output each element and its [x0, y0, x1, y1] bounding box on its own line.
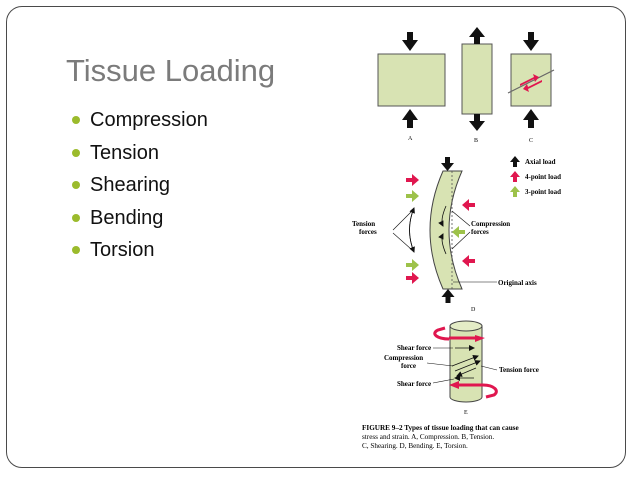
arrow-right-red-icon	[406, 272, 419, 284]
arrow-up-red-icon	[510, 171, 520, 182]
arrow-left-red-icon	[462, 255, 475, 267]
bullet-label: Tension	[90, 141, 159, 164]
compression-leader-line	[451, 231, 471, 250]
twist-arrow-red-icon	[433, 326, 450, 341]
panel-label-c: C	[529, 138, 533, 144]
panel-a-compression: A	[377, 32, 446, 142]
tension-force-arrow	[409, 207, 415, 253]
bullet-label: Compression	[90, 109, 208, 131]
slide-title: Tissue Loading	[66, 53, 276, 88]
panel-label-b: B	[474, 138, 478, 144]
bullet-label: Bending	[90, 206, 164, 229]
panel-c-shearing: C	[507, 32, 555, 144]
bullet-dot-icon	[72, 116, 80, 124]
shear-force-leader	[432, 378, 455, 384]
legend-label-3-point: 3-point load	[525, 188, 561, 196]
compression-force-leader	[426, 362, 454, 367]
torsion-cylinder-top	[449, 320, 483, 332]
bullet-item-bending: Bending	[72, 206, 208, 239]
compression-forces-line: forces	[471, 228, 489, 236]
tension-force-label: Tension force	[499, 366, 539, 374]
bullet-dot-icon	[72, 148, 80, 157]
panel-label-d: D	[471, 307, 476, 313]
bullet-label: Shearing	[90, 174, 171, 196]
compression-leader-line	[451, 210, 471, 227]
compression-force-line: force	[401, 362, 416, 370]
arrow-left-green-icon	[452, 226, 465, 238]
bullet-dot-icon	[72, 181, 80, 189]
legend-label-4-point: 4-point load	[525, 173, 561, 181]
arrow-down-black-icon	[402, 32, 418, 51]
arrow-right-red-icon	[406, 174, 419, 186]
arrow-up-black-icon	[402, 109, 418, 128]
slide-corner-mark	[606, 458, 620, 470]
arrow-up-black-icon	[469, 27, 485, 44]
arrow-up-black-icon	[510, 156, 520, 167]
panel-e-torsion: Shear force Compression force Tension fo…	[384, 320, 539, 416]
panel-label-a: A	[408, 136, 413, 142]
tension-force-leader	[480, 365, 498, 371]
panel-label-e: E	[464, 410, 468, 416]
figure-caption: FIGURE 9–2 Types of tissue loading that …	[362, 424, 519, 450]
caption-line: C, Shearing. D, Bending. E, Torsion.	[362, 442, 468, 450]
compression-force-arrow	[438, 205, 447, 227]
tension-leader-line	[392, 232, 412, 250]
tension-forces-line: Tension	[352, 220, 375, 228]
bullet-item-torsion: Torsion	[72, 238, 208, 271]
shear-force-top-label: Shear force	[397, 344, 431, 352]
compression-forces-label: Compression forces	[471, 220, 512, 236]
arrow-right-green-icon	[406, 190, 419, 202]
compression-force-arrow	[438, 233, 447, 255]
compression-force-line: Compression	[384, 354, 423, 362]
panel-d-bending: Tension forces Compression forces Origin…	[352, 157, 537, 313]
tension-leader-line	[392, 211, 412, 231]
twist-arrowhead-red-icon	[449, 381, 459, 389]
arrow-up-black-icon	[441, 289, 455, 303]
bullet-dot-icon	[72, 246, 80, 254]
bullet-label: Torsion	[90, 239, 155, 261]
arrow-down-black-icon	[469, 114, 485, 131]
compression-forces-line: Compression	[471, 220, 510, 228]
arrow-right-green-icon	[406, 259, 419, 271]
load-legend: Axial load 4-point load 3-point load	[510, 156, 561, 197]
arrow-up-black-icon	[523, 109, 539, 128]
caption-line: FIGURE 9–2 Types of tissue loading that …	[362, 424, 519, 432]
original-axis-label: Original axis	[498, 279, 537, 287]
torsion-stress-arrow	[456, 367, 477, 377]
shear-force-bottom-label: Shear force	[397, 380, 431, 388]
bullet-item-shearing: Shearing	[72, 173, 208, 206]
arrow-up-green-icon	[510, 186, 520, 197]
shear-arrow-red-icon	[523, 80, 542, 92]
arrow-down-black-icon	[523, 32, 539, 51]
bullet-item-compression: Compression	[72, 108, 208, 141]
twist-arrowhead-red-icon	[475, 335, 485, 342]
bullet-dot-icon	[72, 213, 80, 222]
tissue-block-b	[461, 43, 493, 115]
shear-arrow-red-icon	[520, 74, 539, 86]
panel-b-tension: B	[461, 27, 493, 144]
torsion-stress-arrow	[454, 360, 481, 372]
caption-line: stress and strain. A, Compression. B, Te…	[362, 433, 494, 441]
arrow-left-red-icon	[462, 199, 475, 211]
torsion-stress-arrow	[451, 354, 479, 367]
arrow-down-black-icon	[441, 157, 454, 171]
tension-forces-label: Tension forces	[352, 220, 377, 236]
twist-arrow-red-icon	[482, 383, 498, 399]
bullet-list: Compression Tension Shearing Bending Tor…	[72, 108, 208, 271]
bullet-item-tension: Tension	[72, 141, 208, 174]
shear-plane-line	[507, 69, 555, 94]
legend-label-axial: Axial load	[525, 158, 556, 166]
compression-force-label: Compression force	[384, 354, 425, 370]
tension-forces-line: forces	[359, 228, 377, 236]
tissue-block-a	[377, 53, 446, 107]
